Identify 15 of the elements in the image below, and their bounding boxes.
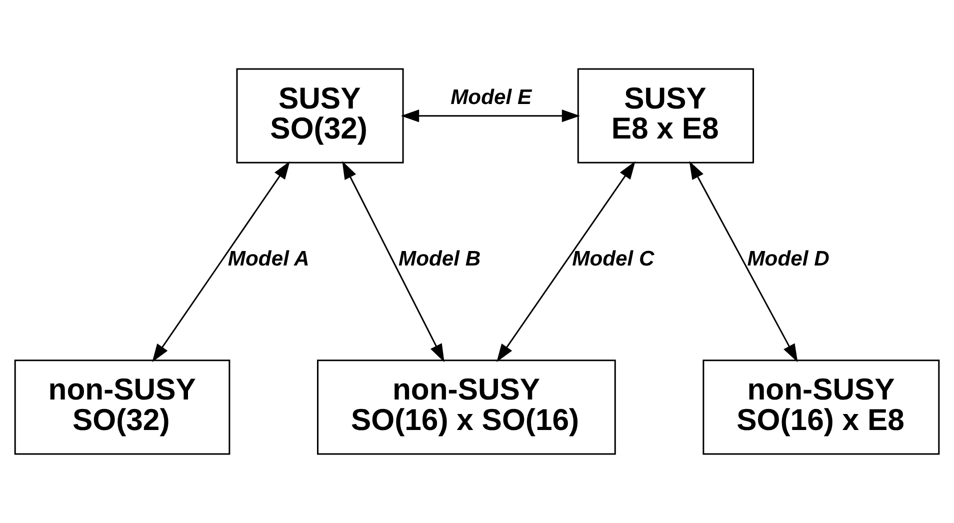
node-box: non-SUSY SO(16) x E8	[702, 360, 940, 455]
arrow	[400, 109, 580, 122]
arrow	[496, 161, 636, 362]
edge-label: Model C	[572, 248, 654, 271]
arrow	[152, 161, 290, 362]
edge-label: Model B	[398, 248, 481, 271]
edge-label: Model A	[228, 248, 310, 271]
arrow	[342, 160, 444, 362]
node-box: SUSY E8 x E8	[577, 68, 754, 164]
node-box: non-SUSY SO(32)	[14, 360, 230, 455]
node-box: SUSY SO(32)	[236, 68, 404, 164]
arrow	[689, 161, 798, 362]
node-box: non-SUSY SO(16) x SO(16)	[317, 360, 616, 455]
edge-label: Model D	[747, 248, 830, 271]
edge-label: Model E	[450, 86, 532, 110]
